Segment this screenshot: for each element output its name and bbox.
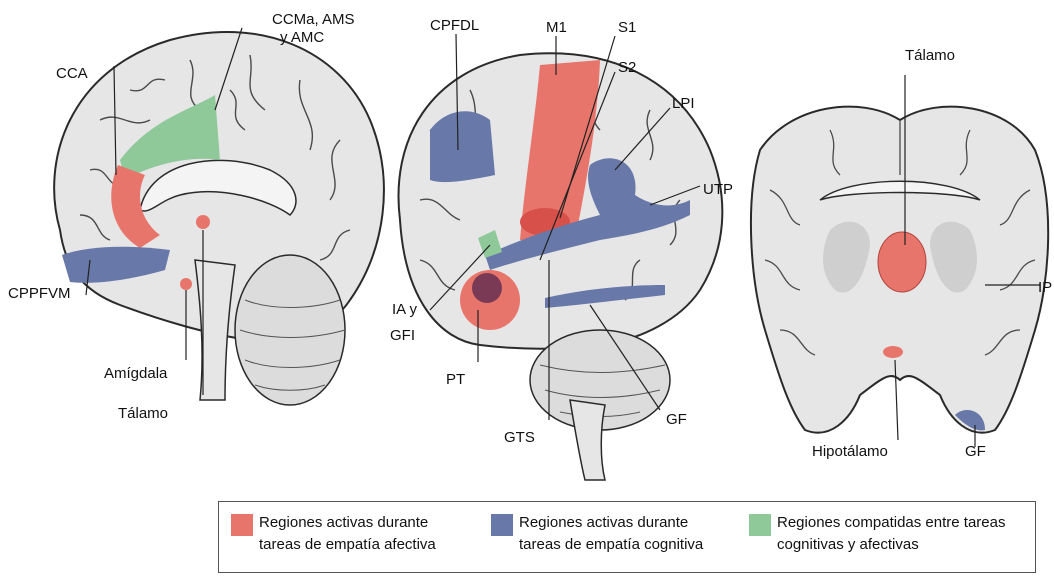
label-cca: CCA (56, 65, 88, 82)
lateral-brain: CPFDL M1 S1 S2 LPI UTP IA y GFI PT GTS G… (390, 17, 733, 480)
brain-diagram: CCMa, AMS y AMC CCA CPPFVM Amígdala Tála… (0, 0, 1054, 500)
label-hipotalamo: Hipotálamo (812, 443, 888, 460)
legend-item-shared: Regiones compatidas entre tareas cogniti… (749, 512, 1005, 556)
label-ccma: CCMa, AMS (272, 11, 355, 28)
region-cpfdl-cognitive (430, 111, 495, 182)
coronal-thalamus (878, 232, 926, 292)
label-utp: UTP (703, 181, 733, 198)
label-ccma-2: y AMC (280, 29, 324, 46)
label-gf-middle: GF (666, 411, 687, 428)
legend: Regiones activas durante tareas de empat… (218, 501, 1036, 573)
label-m1: M1 (546, 19, 567, 36)
label-ia: IA y (392, 301, 418, 318)
coronal-hypothalamus (883, 346, 903, 358)
legend-swatch-cognitive (491, 514, 513, 536)
legend-cognitive-line2: tareas de empatía cognitiva (519, 534, 703, 556)
label-cpfdl: CPFDL (430, 17, 479, 34)
label-gts: GTS (504, 429, 535, 446)
sagittal-brain: CCMa, AMS y AMC CCA CPPFVM Amígdala Tála… (8, 11, 384, 422)
legend-shared-line2: cognitivas y afectivas (777, 534, 1005, 556)
label-talamo-left: Tálamo (118, 405, 168, 422)
label-s2: S2 (618, 59, 636, 76)
sagittal-cerebellum (235, 255, 345, 405)
label-ip: IP (1038, 279, 1052, 296)
label-gf-right: GF (965, 443, 986, 460)
legend-swatch-shared (749, 514, 771, 536)
legend-item-cognitive: Regiones activas durante tareas de empat… (491, 512, 703, 556)
label-amigdala: Amígdala (104, 365, 168, 382)
region-pt-overlap (472, 273, 502, 303)
legend-swatch-affective (231, 514, 253, 536)
legend-cognitive-line1: Regiones activas durante (519, 512, 703, 534)
label-cppfvm: CPPFVM (8, 285, 71, 302)
label-gfi: GFI (390, 327, 415, 344)
legend-affective-line1: Regiones activas durante (259, 512, 436, 534)
label-pt: PT (446, 371, 465, 388)
legend-affective-line2: tareas de empatía afectiva (259, 534, 436, 556)
coronal-brain: Tálamo IP Hipotálamo GF (751, 47, 1052, 460)
label-s1: S1 (618, 19, 636, 36)
lateral-brainstem (570, 400, 605, 480)
label-lpi: LPI (672, 95, 695, 112)
thalamus-marker (196, 215, 210, 229)
label-talamo-right: Tálamo (905, 47, 955, 64)
legend-item-affective: Regiones activas durante tareas de empat… (231, 512, 436, 556)
amygdala-marker (180, 278, 192, 290)
legend-shared-line1: Regiones compatidas entre tareas (777, 512, 1005, 534)
